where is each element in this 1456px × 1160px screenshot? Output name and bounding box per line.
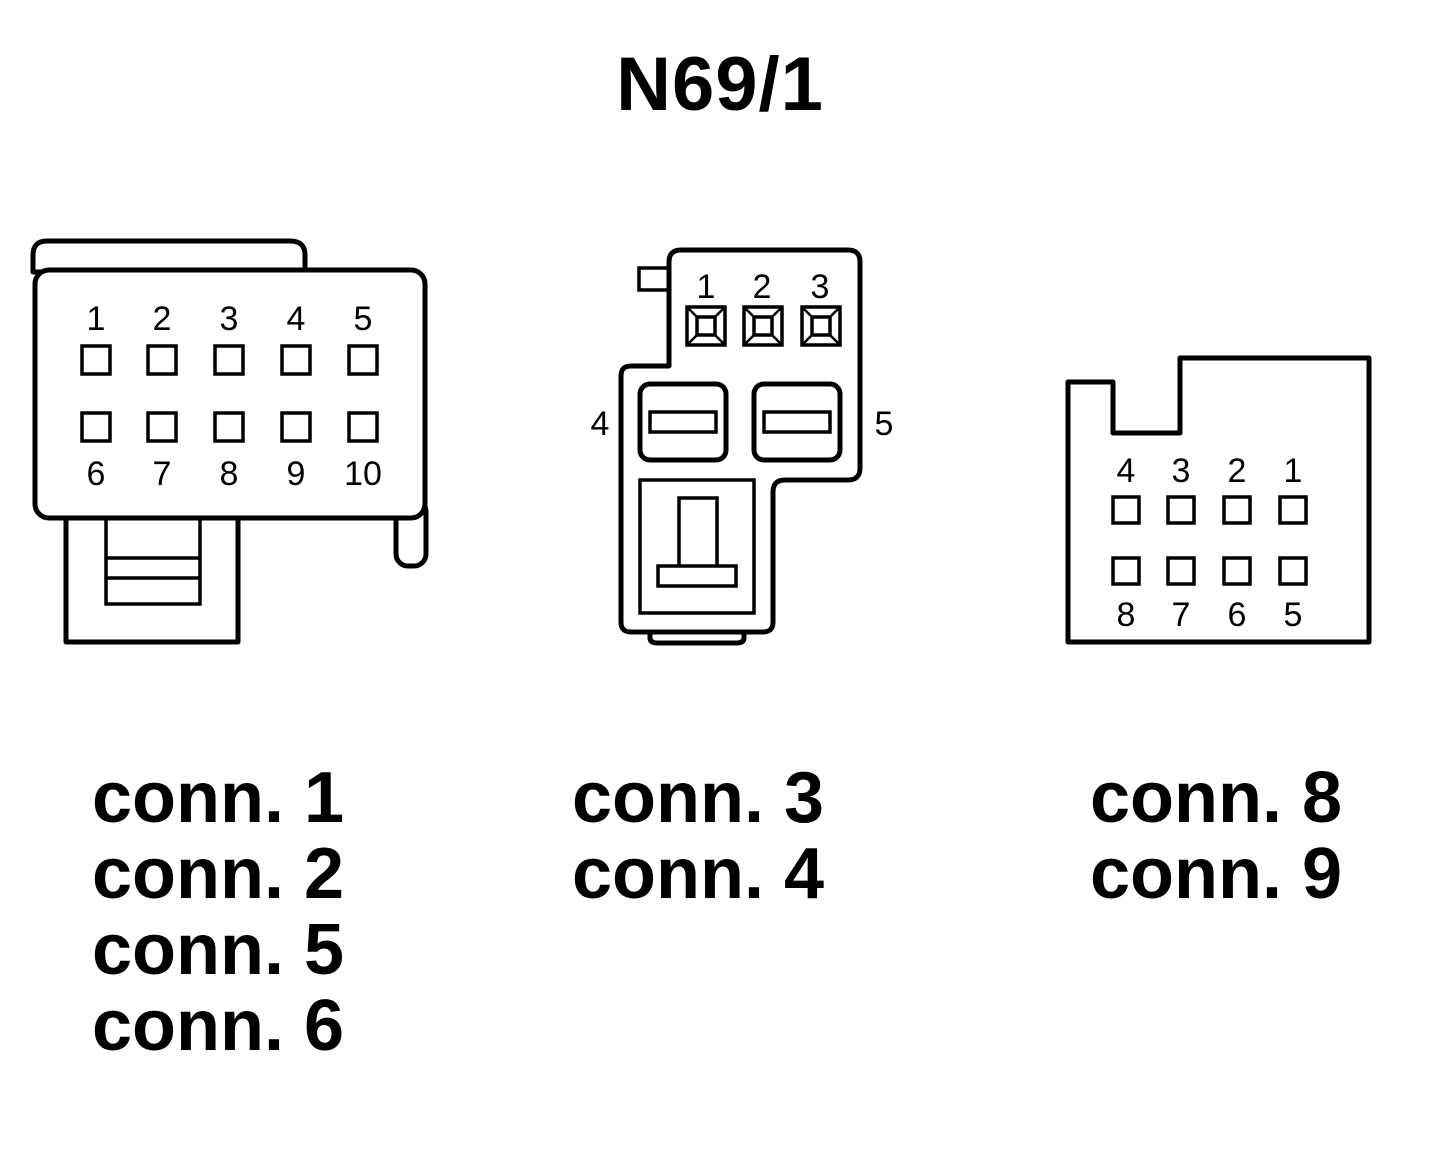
pin-label: 3	[811, 268, 830, 306]
pin-cavity	[1278, 556, 1308, 586]
pin-label: 4	[591, 405, 610, 443]
connector-a-cavities	[80, 344, 379, 443]
pin-label: 6	[1228, 596, 1247, 634]
pin-label: 2	[753, 268, 772, 306]
pin-cavity-inner	[695, 315, 717, 337]
connector-label: conn. 1	[92, 758, 345, 838]
pin-cavity	[1166, 495, 1196, 525]
pin-label: 3	[220, 300, 239, 338]
pin-cavity	[80, 344, 112, 376]
connector-label: conn. 3	[572, 758, 825, 838]
pin-label: 7	[1172, 596, 1191, 634]
pin-cavity	[1111, 556, 1141, 586]
connector-label: conn. 5	[92, 910, 345, 990]
connector-a-housing	[32, 267, 428, 521]
connector-label: conn. 2	[92, 834, 345, 914]
pin-label: 9	[287, 455, 306, 493]
pin-label: 8	[220, 455, 239, 493]
connector-c-cavities	[1111, 495, 1308, 586]
connector-label: conn. 8	[1090, 758, 1343, 838]
connector-c: 4 3 2 1 8 7 6 5	[1065, 355, 1372, 645]
pin-label: 8	[1117, 596, 1136, 634]
pin-cavity	[146, 411, 178, 443]
connector-b-latch-post	[677, 496, 719, 570]
pin-cavity	[1166, 556, 1196, 586]
connector-b-pin5-blade	[762, 410, 832, 434]
connector-a-back-tab	[30, 238, 308, 275]
pin-label: 5	[354, 300, 373, 338]
pin-label: 4	[1117, 452, 1136, 490]
connector-c-labels: conn. 8 conn. 9	[1090, 760, 1342, 912]
connector-a-labels: conn. 1 conn. 2 conn. 5 conn. 6	[92, 760, 344, 1064]
pin-label: 6	[87, 455, 106, 493]
connector-label: conn. 4	[572, 834, 825, 914]
pin-cavity-inner	[752, 315, 774, 337]
pin-cavity	[213, 411, 245, 443]
connector-label: conn. 6	[92, 986, 345, 1066]
pin-cavity	[80, 411, 112, 443]
pin-cavity	[280, 411, 312, 443]
pin-label: 1	[697, 268, 716, 306]
connector-label: conn. 9	[1090, 834, 1343, 914]
connector-b-labels: conn. 3 conn. 4	[572, 760, 824, 912]
pin-label: 5	[1284, 596, 1303, 634]
pin-label: 1	[87, 300, 106, 338]
pin-label: 5	[875, 405, 894, 443]
connector-b: 1 2 3 4 5	[591, 247, 894, 646]
pin-cavity-inner	[810, 315, 832, 337]
diagram-title: N69/1	[616, 42, 824, 127]
pin-cavity	[1222, 495, 1252, 525]
pin-cavity	[347, 411, 379, 443]
pin-cavity	[146, 344, 178, 376]
pin-cavity	[1222, 556, 1252, 586]
connector-b-tab	[637, 266, 673, 292]
pin-label: 7	[153, 455, 172, 493]
pin-label: 2	[1228, 452, 1247, 490]
pin-cavity	[280, 344, 312, 376]
connector-b-pin4-blade	[648, 410, 718, 434]
pin-cavity	[347, 344, 379, 376]
pin-label: 10	[344, 455, 382, 493]
connector-b-latch-bar	[656, 564, 738, 588]
pin-cavity	[1278, 495, 1308, 525]
pin-label: 2	[153, 300, 172, 338]
connector-a: 1 2 3 4 5 6 7 8 9 10	[30, 238, 429, 645]
pin-label: 1	[1284, 452, 1303, 490]
connector-b-top-cavities	[685, 305, 842, 347]
pin-cavity	[1111, 495, 1141, 525]
pin-label: 3	[1172, 452, 1191, 490]
pin-label: 4	[287, 300, 306, 338]
pin-cavity	[213, 344, 245, 376]
